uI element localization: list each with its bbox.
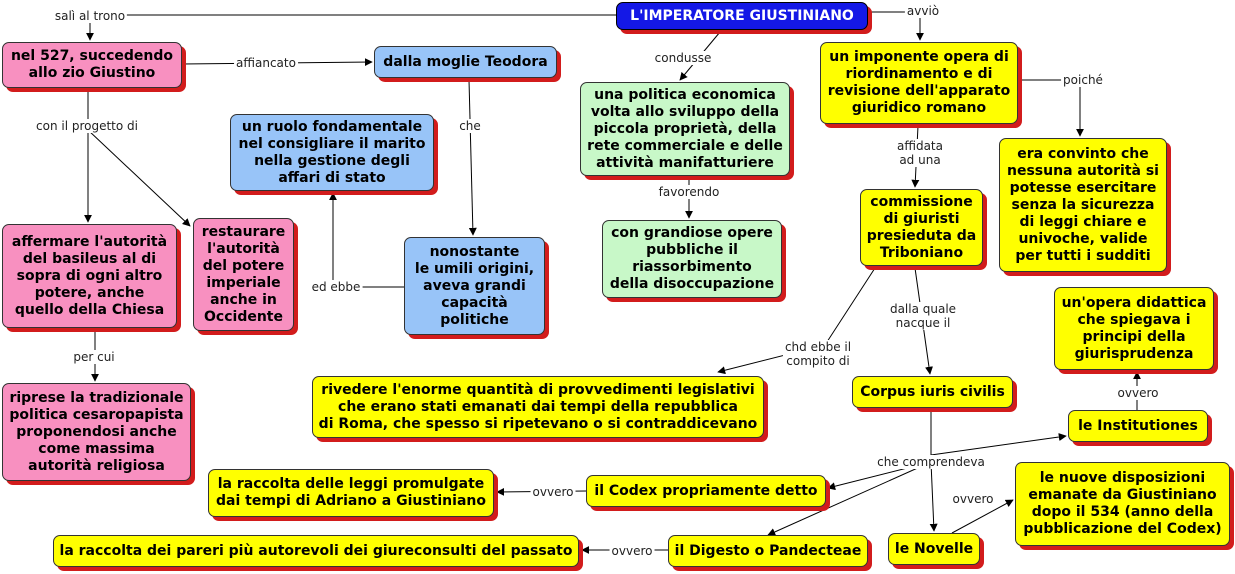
label-progetto: con il progetto di <box>34 119 140 133</box>
node-title[interactable]: L'IMPERATORE GIUSTINIANO <box>616 2 868 30</box>
node-imponente[interactable]: un imponente opera di riordinamento e di… <box>820 42 1018 124</box>
label-favorendo: favorendo <box>656 185 722 199</box>
edge-comp-digesto <box>767 461 932 536</box>
edge-che <box>468 79 477 236</box>
label-ovvero3: ovvero <box>609 544 655 558</box>
node-527[interactable]: nel 527, succedendo allo zio Giustino <box>2 42 182 88</box>
edge-comp-novelle <box>929 461 938 532</box>
node-disposizioni[interactable]: le nuove disposizioni emanate da Giustin… <box>1015 462 1230 546</box>
edge-progetto-b <box>87 129 191 227</box>
node-didattica[interactable]: un'opera didattica che spiegava i princi… <box>1054 287 1214 370</box>
label-chdebbe: chd ebbe il compito di <box>782 340 854 368</box>
node-commissione[interactable]: commissione di giuristi presieduta da Tr… <box>860 189 983 266</box>
node-novelle[interactable]: le Novelle <box>888 533 980 565</box>
label-poiche: poiché <box>1061 73 1105 87</box>
label-edebbe: ed ebbe <box>309 280 363 294</box>
node-ruolo[interactable]: un ruolo fondamentale nel consigliare il… <box>230 114 434 191</box>
edge-comp-inst <box>930 433 1067 456</box>
node-riprese[interactable]: riprese la tradizionale politica cesarop… <box>2 383 191 481</box>
label-comprendeva: che comprendeva <box>875 455 987 469</box>
node-teodora[interactable]: dalla moglie Teodora <box>374 46 557 78</box>
label-avvio: avviò <box>904 4 942 18</box>
node-convinto[interactable]: era convinto che nessuna autorità si pot… <box>999 138 1167 272</box>
edge-ovvero4 <box>951 499 1014 534</box>
edge-poiche <box>1018 79 1084 137</box>
label-affiancato: affiancato <box>234 56 298 70</box>
node-digesto[interactable]: il Digesto o Pandecteae <box>668 535 868 567</box>
node-institutiones[interactable]: le Institutiones <box>1068 410 1208 442</box>
edge-edebbe <box>329 192 404 288</box>
node-affermare[interactable]: affermare l'autorità del basileus al di … <box>2 224 177 328</box>
edge-sali <box>86 14 616 41</box>
node-rivedere[interactable]: rivedere l'enorme quantità di provvedime… <box>312 376 764 438</box>
node-nonostante[interactable]: nonostante le umili origini, aveva grand… <box>404 237 545 335</box>
node-corpus[interactable]: Corpus iuris civilis <box>852 376 1013 408</box>
label-affidata: affidata ad una <box>895 139 945 167</box>
node-politica[interactable]: una politica economica volta allo svilup… <box>580 82 790 176</box>
label-ovvero1: ovvero <box>1115 386 1161 400</box>
label-percui: per cui <box>71 350 117 364</box>
node-grandiose[interactable]: con grandiose opere pubbliche il riassor… <box>602 220 782 298</box>
label-ovvero2: ovvero <box>530 485 576 499</box>
label-ovvero4: ovvero <box>950 492 996 506</box>
label-sali: salì al trono <box>52 9 128 23</box>
node-raccolta-leggi[interactable]: la raccolta delle leggi promulgate dai t… <box>208 469 494 517</box>
node-codex[interactable]: il Codex propriamente detto <box>586 475 826 507</box>
node-raccolta-pareri[interactable]: la raccolta dei pareri più autorevoli de… <box>53 535 579 567</box>
label-condusse: condusse <box>652 51 714 65</box>
node-restaurare[interactable]: restaurare l'autorità del potere imperia… <box>193 218 294 331</box>
label-dallaquale: dalla quale nacque il <box>887 302 959 330</box>
label-che: che <box>457 119 483 133</box>
